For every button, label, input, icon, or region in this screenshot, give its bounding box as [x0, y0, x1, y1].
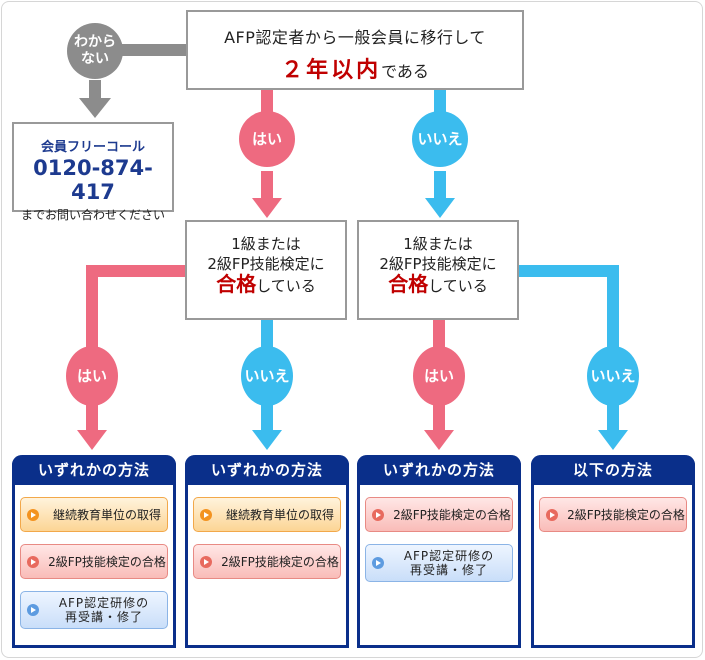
- yes-badge-q1: はい: [239, 111, 295, 167]
- panel-title: いずれかの方法: [12, 455, 176, 485]
- question-1-highlight: ２年以内: [281, 58, 382, 83]
- connector-lower: [433, 405, 445, 430]
- question-fp-passed-left: 1級または 2級FP技能検定に 合格している: [185, 220, 347, 320]
- connector-lower: [261, 405, 273, 430]
- connector-lower: [86, 405, 98, 430]
- option-fp-exam-pass[interactable]: 2級FP技能検定の合格: [539, 497, 687, 532]
- connector-q2a-yes-vertical: [86, 265, 98, 347]
- play-icon: [200, 555, 212, 568]
- contact-note: までお問い合わせください: [20, 208, 165, 222]
- option-afp-training[interactable]: AFP認定研修の再受講・修了: [365, 544, 513, 582]
- connector-lower: [607, 405, 619, 430]
- play-icon: [27, 508, 39, 521]
- method-panel-4: 以下の方法 2級FP技能検定の合格: [531, 455, 695, 648]
- arrow-down-icon: [252, 198, 282, 218]
- option-continuing-education[interactable]: 継続教育単位の取得: [20, 497, 168, 532]
- option-continuing-education[interactable]: 継続教育単位の取得: [193, 497, 341, 532]
- method-panel-1: いずれかの方法 継続教育単位の取得 2級FP技能検定の合格 AFP認定研修の再受…: [12, 455, 176, 648]
- connector-unknown-horizontal: [120, 44, 188, 56]
- question-fp-passed-right: 1級または 2級FP技能検定に 合格している: [357, 220, 519, 320]
- panel-title: 以下の方法: [531, 455, 695, 485]
- question-2-years: AFP認定者から一般会員に移行して ２年以内である: [186, 10, 524, 90]
- connector-q1-yes-lower: [261, 171, 273, 198]
- yes-badge-q2b: はい: [413, 346, 465, 406]
- arrow-down-icon: [252, 430, 282, 450]
- contact-box: 会員フリーコール 0120-874-417 までお問い合わせください: [12, 122, 174, 222]
- yes-badge-q2a: はい: [66, 346, 118, 406]
- arrow-down-icon: [79, 98, 111, 118]
- play-icon: [200, 508, 212, 521]
- option-fp-exam-pass[interactable]: 2級FP技能検定の合格: [365, 497, 513, 532]
- arrow-down-icon: [424, 430, 454, 450]
- panel-title: いずれかの方法: [185, 455, 349, 485]
- play-icon: [27, 604, 39, 616]
- play-icon: [27, 555, 39, 568]
- option-afp-training[interactable]: AFP認定研修の再受講・修了: [20, 591, 168, 629]
- contact-title: 会員フリーコール: [40, 140, 145, 155]
- panel-title: いずれかの方法: [357, 455, 521, 485]
- play-icon: [546, 508, 558, 521]
- connector-q1-yes: [261, 90, 273, 112]
- connector-q2b-no-horizontal: [519, 265, 619, 277]
- no-badge-q2b: いいえ: [587, 346, 639, 406]
- play-icon: [372, 508, 384, 521]
- arrow-down-icon: [598, 430, 628, 450]
- connector-unknown-down: [89, 80, 101, 98]
- connector-q2a-no: [261, 320, 273, 347]
- option-fp-exam-pass[interactable]: 2級FP技能検定の合格: [193, 544, 341, 579]
- connector-q1-no: [434, 90, 446, 112]
- method-panel-2: いずれかの方法 継続教育単位の取得 2級FP技能検定の合格: [185, 455, 349, 648]
- arrow-down-icon: [425, 198, 455, 218]
- connector-q2b-yes: [433, 320, 445, 347]
- connector-q2b-no-vertical: [607, 265, 619, 347]
- contact-phone[interactable]: 0120-874-417: [33, 156, 153, 204]
- play-icon: [372, 557, 384, 569]
- arrow-down-icon: [77, 430, 107, 450]
- no-badge-q1: いいえ: [412, 111, 468, 167]
- unknown-badge: わからない: [67, 23, 123, 79]
- method-panel-3: いずれかの方法 2級FP技能検定の合格 AFP認定研修の再受講・修了: [357, 455, 521, 648]
- connector-q2a-yes-horizontal: [86, 265, 186, 277]
- no-badge-q2a: いいえ: [241, 346, 293, 406]
- question-1-text: AFP認定者から一般会員に移行して: [224, 28, 486, 47]
- option-fp-exam-pass[interactable]: 2級FP技能検定の合格: [20, 544, 168, 579]
- connector-q1-no-lower: [434, 171, 446, 198]
